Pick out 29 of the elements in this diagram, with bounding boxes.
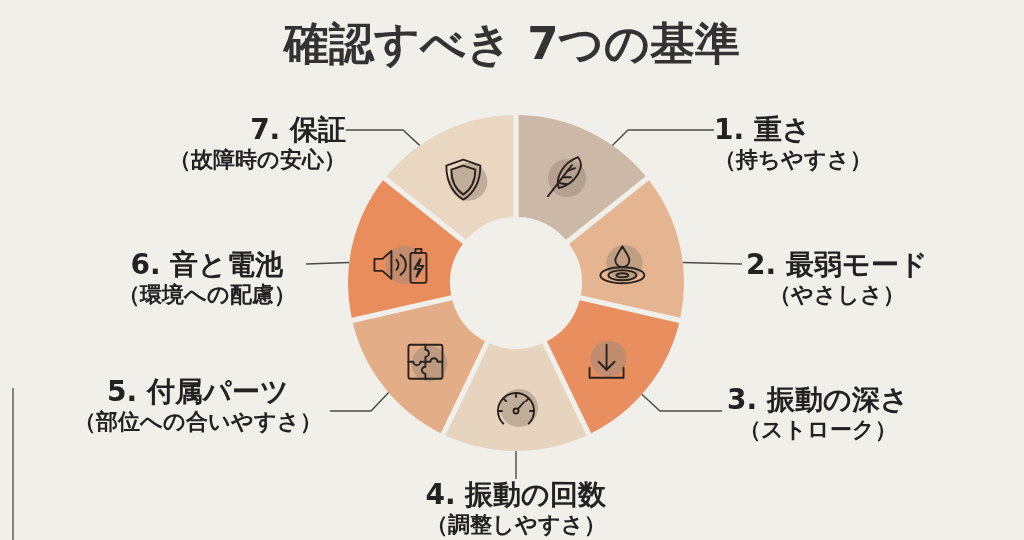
leader-line: [682, 261, 743, 265]
donut-segment: [518, 115, 646, 240]
criterion-note: （調整しやすさ）: [426, 511, 606, 539]
diagram-title: 確認すべき 7つの基準: [283, 16, 741, 72]
criterion-note: （ストローク）: [739, 416, 897, 444]
leader-line: [329, 391, 390, 412]
criterion-heading: 2. 最弱モード: [746, 249, 928, 281]
leader-line: [515, 450, 517, 480]
donut-segment: [546, 300, 680, 434]
criterion-heading: 4. 振動の回数: [425, 479, 607, 511]
criterion-note: （持ちやすさ）: [714, 146, 872, 174]
criterion-heading: 3. 振動の深さ: [727, 384, 909, 416]
criterion-heading: 5. 付属パーツ: [107, 376, 289, 408]
leader-line: [641, 393, 723, 412]
criterion-note: （環境への配慮）: [118, 281, 296, 309]
donut-segment: [386, 115, 514, 240]
criterion-heading: 6. 音と電池: [130, 249, 284, 281]
donut-segment: [352, 300, 486, 434]
leader-line: [305, 261, 350, 265]
criterion-heading: 7. 保証: [250, 114, 346, 146]
leader-line: [611, 129, 715, 147]
criterion-note: （故障時の安心）: [169, 146, 346, 174]
donut-segment: [569, 180, 684, 318]
criterion-heading: 1. 重さ: [714, 114, 811, 146]
donut-segment: [348, 180, 463, 318]
criterion-note: （やさしさ）: [769, 281, 905, 309]
donut-segment: [445, 343, 587, 451]
leader-line: [345, 129, 421, 147]
criterion-note: （部位への合いやすさ）: [74, 408, 322, 436]
